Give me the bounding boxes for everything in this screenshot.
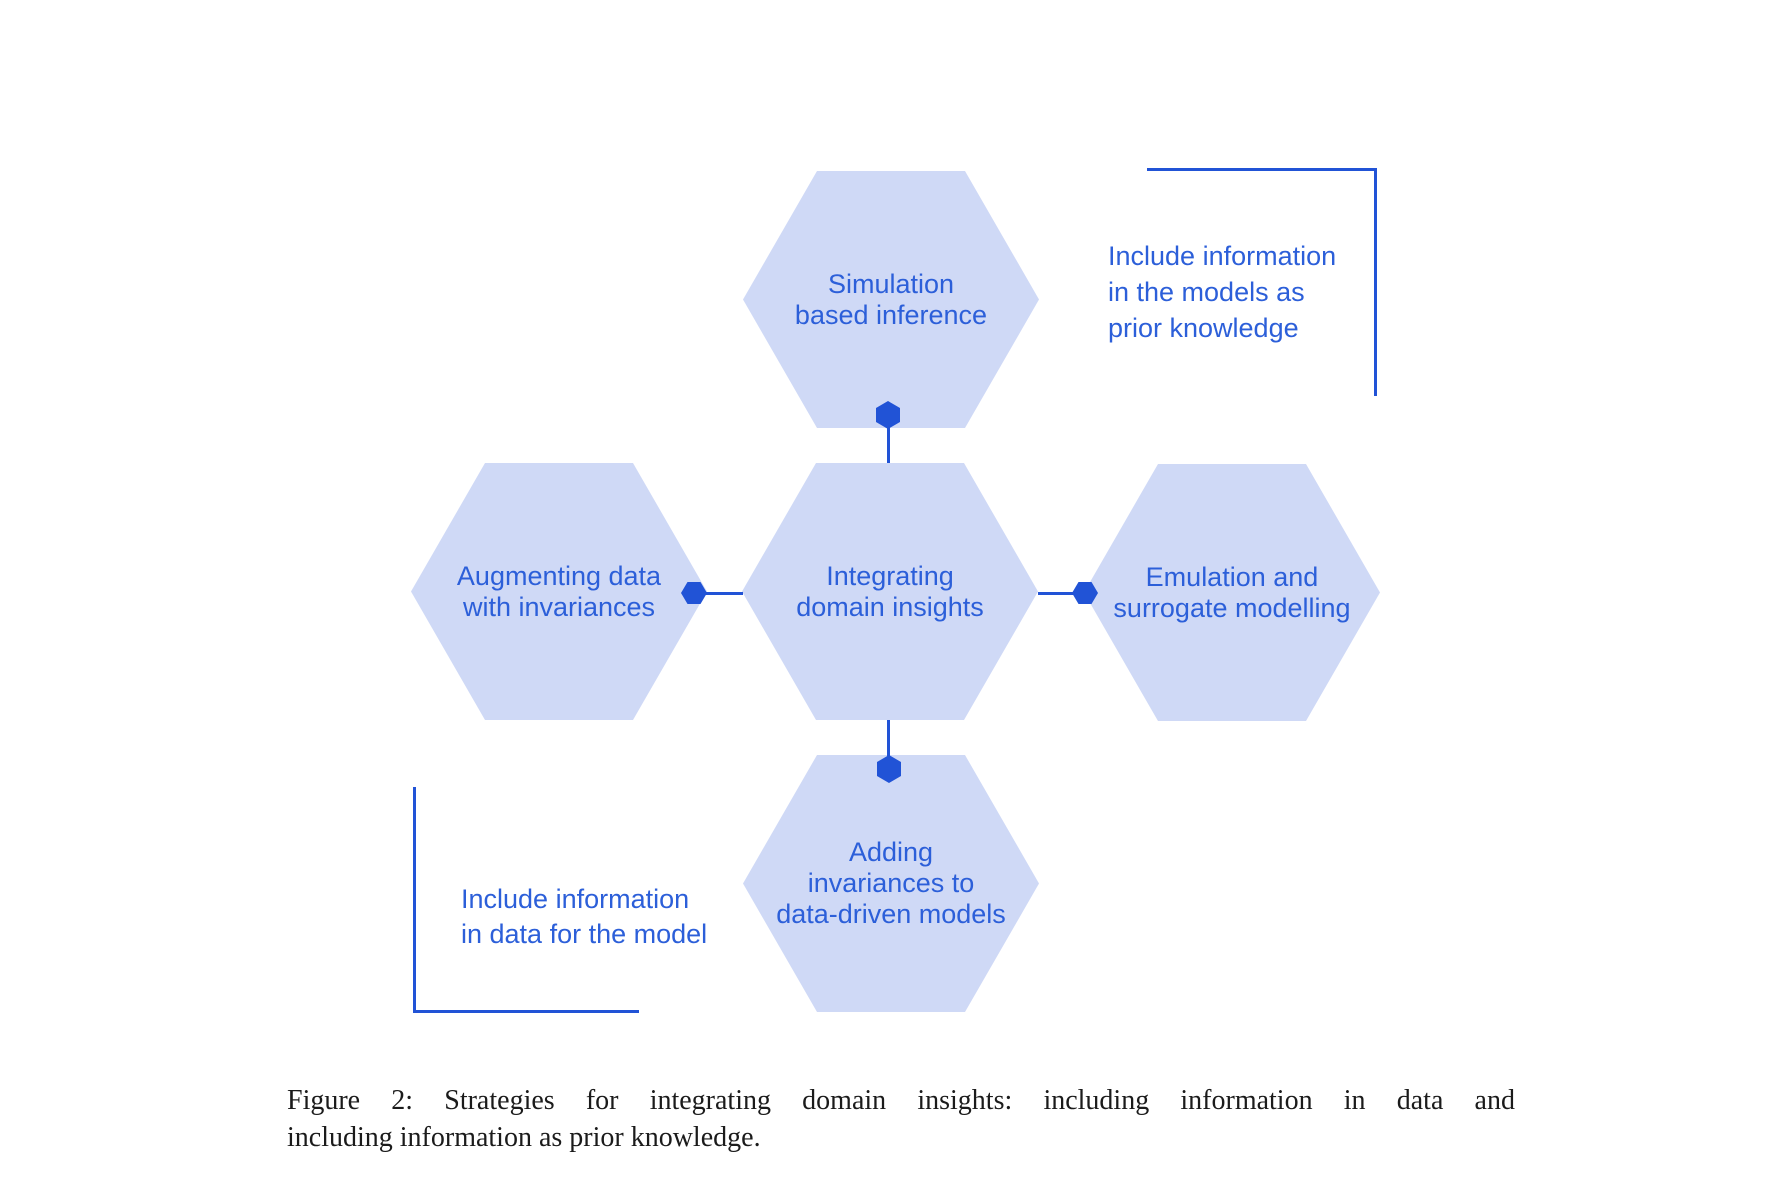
hexagon-label-augmenting: Augmenting data with invariances: [457, 561, 661, 623]
hexagon-label-simulation: Simulation based inference: [795, 269, 987, 331]
label-line: surrogate modelling: [1113, 592, 1351, 623]
connector-line-bottom: [887, 720, 890, 770]
hexagon-emulation-surrogate: Emulation and surrogate modelling: [1084, 464, 1380, 721]
hexagon-label-integrating: Integrating domain insights: [796, 561, 984, 623]
bracket-top-right-vertical: [1374, 168, 1377, 396]
annotation-line: Include information: [1108, 241, 1337, 271]
hex-connector-right-icon: [1072, 582, 1098, 604]
bracket-bottom-left-horizontal: [413, 1010, 639, 1013]
hexagon-augmenting-data: Augmenting data with invariances: [411, 463, 707, 720]
hex-connector-left-icon: [681, 582, 707, 604]
label-line: invariances to: [807, 868, 975, 898]
annotation-line: Include information: [461, 884, 690, 914]
annotation-line: in the models as: [1108, 277, 1305, 307]
label-line: data-driven models: [776, 899, 1006, 929]
connector-line-right: [1038, 592, 1085, 595]
hexagon-adding-invariances: Adding invariances to data-driven models: [743, 755, 1039, 1012]
label-line: Adding: [848, 837, 934, 867]
annotation-line: prior knowledge: [1108, 313, 1299, 343]
bracket-top-right-horizontal: [1147, 168, 1377, 171]
caption-line: Figure 2: Strategies for integrating dom…: [287, 1085, 1515, 1116]
label-line: with invariances: [462, 591, 656, 622]
figure-caption: Figure 2: Strategies for integrating dom…: [287, 1082, 1515, 1156]
connector-line-left: [694, 592, 743, 595]
label-line: Simulation: [827, 268, 955, 299]
bracket-bottom-left-vertical: [413, 787, 416, 1013]
label-line: Augmenting data: [456, 560, 662, 591]
label-line: Emulation and: [1145, 561, 1319, 592]
label-line: domain insights: [796, 591, 984, 622]
label-line: based inference: [794, 299, 988, 330]
hexagon-label-adding: Adding invariances to data-driven models: [776, 837, 1006, 930]
hexagon-label-emulation: Emulation and surrogate modelling: [1113, 562, 1350, 624]
connector-line-top: [887, 415, 890, 463]
annotation-data-for-model: Include information in data for the mode…: [461, 882, 707, 952]
label-line: Integrating: [826, 560, 954, 591]
hex-connector-bottom-icon: [877, 755, 901, 783]
annotation-prior-knowledge: Include information in the models as pri…: [1108, 238, 1336, 346]
caption-line: including information as prior knowledge…: [287, 1122, 761, 1153]
hexagon-integrating-domain-insights: Integrating domain insights: [742, 463, 1038, 720]
annotation-line: in data for the model: [461, 919, 708, 949]
hexagon-simulation-based-inference: Simulation based inference: [743, 171, 1039, 428]
